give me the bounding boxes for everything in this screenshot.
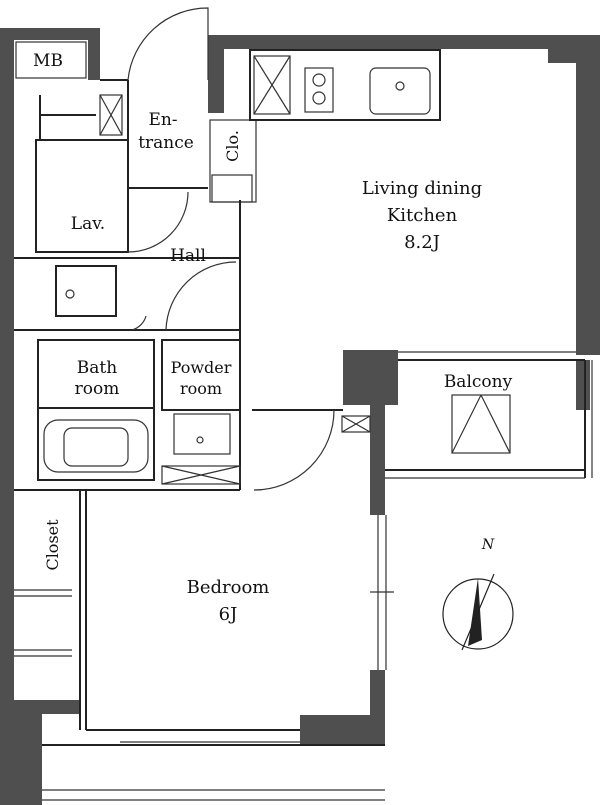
ldk-label-2: Kitchen [387, 205, 458, 226]
bath-label-1: Bath [77, 358, 117, 378]
walls [0, 28, 600, 805]
bedroom-size: 6J [219, 604, 238, 625]
compass-icon: N [442, 537, 514, 651]
room-labels: MB En- trance Clo. Living dining Kitchen… [33, 51, 513, 625]
closet-label: Closet [43, 519, 62, 571]
interior-lines [14, 41, 593, 801]
doors [127, 7, 335, 491]
mb-label: MB [33, 51, 63, 71]
bath-label-2: room [75, 379, 120, 399]
powder-label-2: room [180, 379, 222, 398]
bedroom-label: Bedroom [187, 577, 270, 598]
powder-label-1: Powder [171, 358, 232, 377]
closet-small-label: Clo. [223, 130, 242, 162]
entrance-label-2: trance [138, 133, 194, 153]
hall-label: Hall [170, 246, 206, 266]
ldk-size: 8.2J [404, 232, 440, 253]
entrance-label-1: En- [148, 110, 177, 130]
lav-label: Lav. [71, 214, 105, 234]
ldk-label-1: Living dining [362, 178, 482, 199]
compass-north-label: N [481, 537, 495, 553]
balcony-label: Balcony [444, 372, 513, 392]
